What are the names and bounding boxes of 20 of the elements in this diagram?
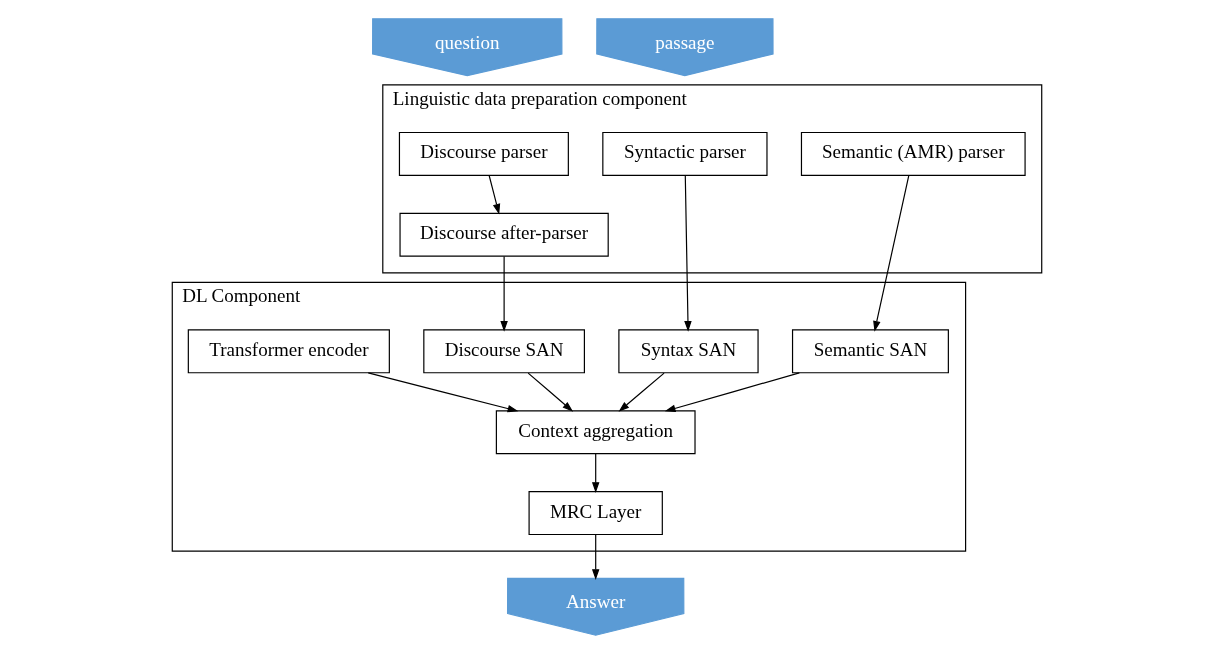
node-box: Syntax SAN — [618, 329, 759, 374]
node-box: Semantic (AMR) parser — [800, 131, 1026, 176]
arrow — [500, 255, 508, 332]
arrow — [527, 372, 574, 412]
node-box: MRC Layer — [528, 491, 663, 536]
arrow — [618, 372, 665, 412]
arrow — [684, 175, 692, 332]
node-box: Discourse after-parser — [399, 212, 609, 257]
node-box: Semantic SAN — [791, 329, 949, 374]
node-box: Transformer encoder — [187, 329, 390, 374]
node-box: Syntactic parser — [602, 131, 768, 176]
arrow — [488, 175, 501, 215]
arrow — [591, 534, 600, 580]
arrow — [664, 372, 800, 412]
node-box: Discourse SAN — [423, 329, 585, 374]
arrow — [367, 372, 519, 413]
arrow — [591, 453, 600, 493]
node-box: Discourse parser — [398, 131, 569, 176]
node-box: Context aggregation — [495, 410, 696, 455]
arrow — [873, 175, 910, 332]
